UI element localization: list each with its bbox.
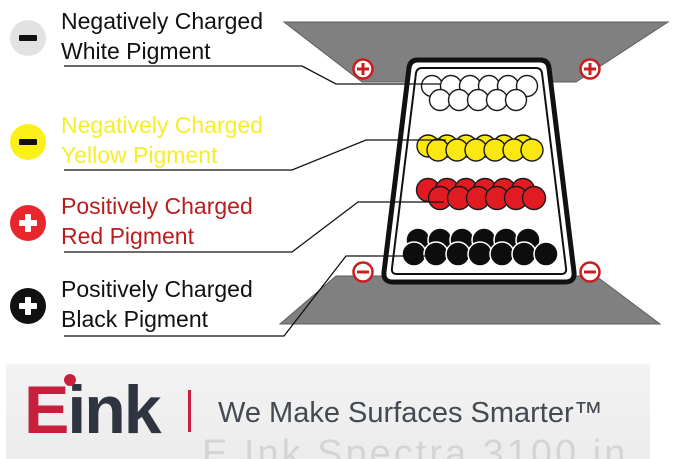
legend-red-label: Positively Charged Red Pigment [61, 193, 253, 249]
top-electrode-plate [282, 21, 670, 83]
legend-white-label: Negatively Charged White Pigment [61, 8, 264, 64]
top-right-plus-marker [579, 58, 601, 80]
legend-black-label: Positively Charged Black Pigment [61, 276, 253, 332]
leader-line-white [64, 65, 440, 85]
top-left-plus-marker [352, 58, 374, 80]
pigment-particles [401, 74, 559, 267]
black-pigment-particle [445, 241, 471, 267]
red-pigment-particle [521, 185, 547, 211]
leader-line-black [64, 255, 430, 337]
legend-yellow-minus-icon [10, 124, 46, 160]
white-pigment-particle [428, 88, 452, 112]
black-pigment-particle [533, 241, 559, 267]
leader-line-red [64, 201, 444, 253]
black-pigment-particle [489, 241, 515, 267]
black-pigment-particle [423, 241, 449, 267]
watermark-text: E Ink Spectra 3100 in [202, 433, 629, 459]
legend-red-plus-icon [10, 205, 46, 241]
white-pigment-particle [504, 88, 528, 112]
legend-yellow: Negatively Charged Yellow Pigment [10, 110, 300, 170]
leader-line-yellow [64, 139, 446, 171]
tagline: We Make Surfaces Smarter™ [218, 397, 603, 429]
black-pigment-particle [511, 241, 537, 267]
white-pigment-particle [447, 88, 471, 112]
legend-white-minus-icon [10, 20, 46, 56]
legend-yellow-label: Negatively Charged Yellow Pigment [61, 112, 264, 168]
black-pigment-particle [467, 241, 493, 267]
logo-letter-e: E [24, 372, 69, 448]
pigment-capsule-inner [390, 67, 568, 275]
logo-dot-icon [64, 374, 76, 386]
logo-letters-ink: ink [67, 372, 161, 448]
bottom-left-minus-marker [352, 261, 374, 283]
eink-logo: Eink [24, 370, 162, 450]
footer-banner: E Ink Spectra 3100 in Eink We Make Surfa… [6, 364, 650, 459]
legend-black-plus-icon [10, 288, 46, 324]
yellow-pigment-particle [520, 138, 544, 162]
legend-red: Positively Charged Red Pigment [10, 191, 300, 251]
logo-divider [188, 390, 191, 432]
epaper-diagram [64, 21, 670, 337]
legend-black: Positively Charged Black Pigment [10, 274, 300, 334]
bottom-right-minus-marker [579, 261, 601, 283]
white-pigment-particle [485, 88, 509, 112]
white-pigment-particle [466, 88, 490, 112]
legend-white: Negatively Charged White Pigment [10, 6, 300, 66]
black-pigment-particle [401, 241, 427, 267]
